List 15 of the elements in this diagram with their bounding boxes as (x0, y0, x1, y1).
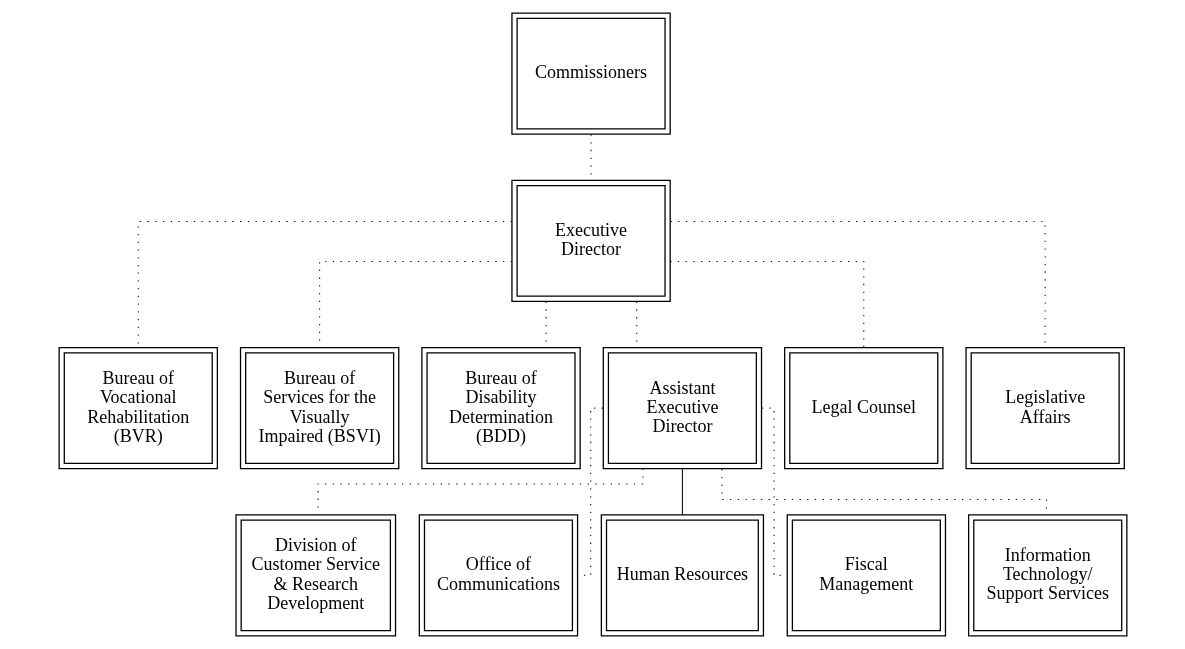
connector (669, 221, 1046, 349)
node-box: Commissioners (510, 12, 671, 135)
node-box: Legal Counsel (783, 347, 944, 470)
node-box: Human Resources (600, 514, 764, 637)
node-box: Bureau of Services for the Visually Impaired (BSVI) (239, 347, 399, 470)
node-box: Information Technology/ Support Services (967, 514, 1127, 637)
node-box: Assistant Executive Director (602, 347, 762, 470)
node-box: Bureau of Vocational Rehabilitation (BVR) (58, 347, 218, 470)
node-box: Bureau of Disability Determination (BDD) (420, 347, 581, 470)
node-box: Office of Communications (418, 514, 578, 637)
node-box: Fiscal Management (786, 514, 946, 637)
connector (681, 468, 683, 516)
node-box: Division of Customer Service & Research Development (234, 514, 396, 637)
node-box: Legislative Affairs (964, 347, 1125, 470)
node-box: Executive Director (510, 179, 671, 302)
